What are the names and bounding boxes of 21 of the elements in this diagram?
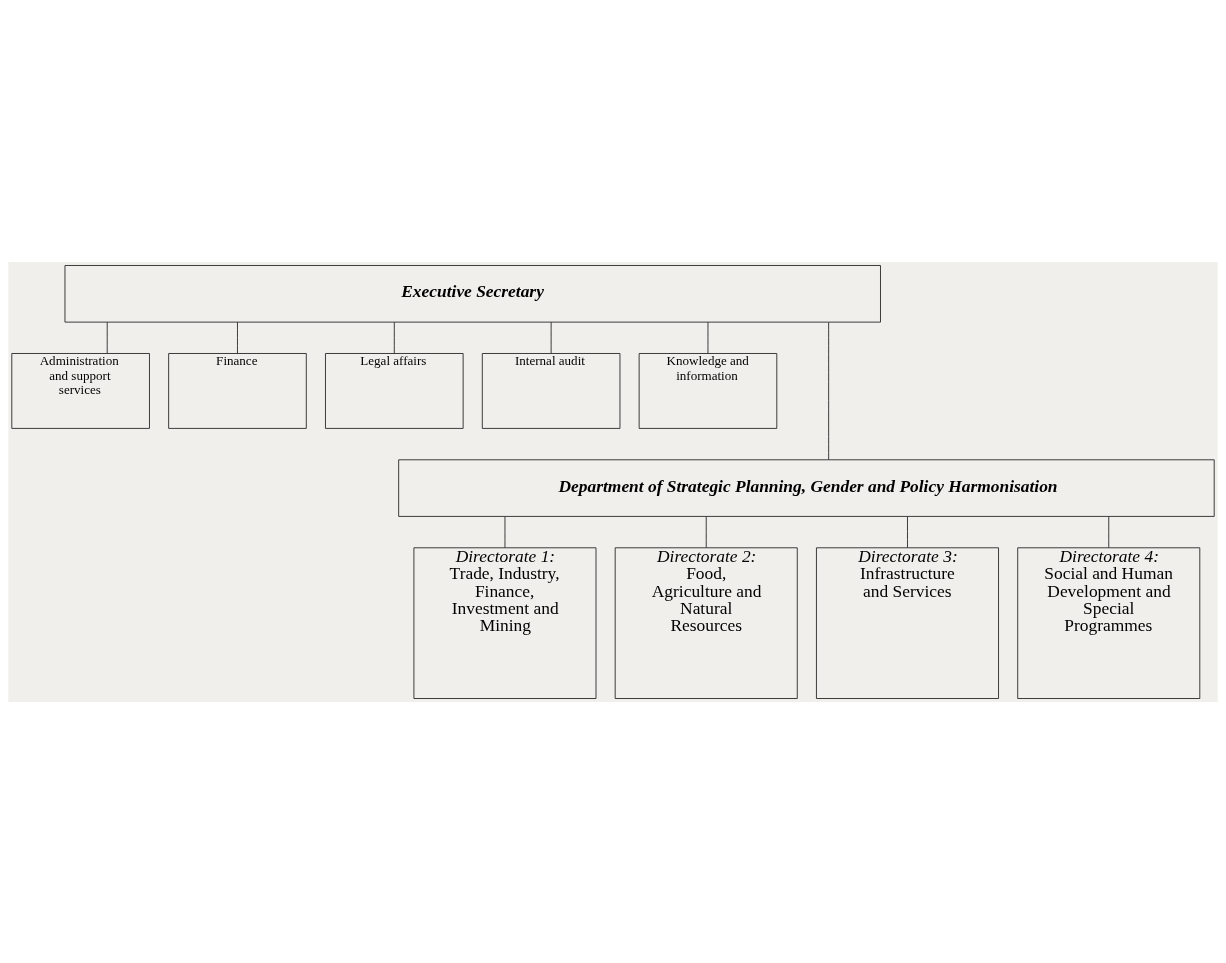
node-box: Knowledge and information bbox=[638, 352, 778, 429]
connector bbox=[393, 321, 395, 354]
node-box: Directorate 1: Trade, Industry, Finance, Investment and Mining bbox=[413, 546, 597, 699]
node-box: Finance bbox=[168, 352, 307, 429]
connector bbox=[237, 321, 238, 354]
node-box: Internal audit bbox=[481, 352, 621, 429]
node-box: Legal affairs bbox=[325, 352, 464, 429]
connector bbox=[504, 515, 506, 548]
node-box: Directorate 4: Social and Human Development and Special Programmes bbox=[1017, 546, 1201, 699]
node-box: Administration and support services bbox=[11, 352, 150, 429]
node-box: Directorate 3: Infrastructure and Services bbox=[816, 546, 999, 699]
connector bbox=[106, 321, 108, 354]
connector bbox=[550, 321, 552, 354]
connector bbox=[707, 321, 709, 354]
connector bbox=[828, 321, 830, 460]
connector bbox=[907, 515, 908, 548]
node-box: Executive Secretary bbox=[64, 264, 881, 323]
connector bbox=[705, 515, 707, 548]
node-box: Department of Strategic Planning, Gender and Policy Harmonisation bbox=[398, 458, 1215, 517]
node-box: Directorate 2: Food, Agriculture and Natural Resources bbox=[614, 546, 798, 699]
connector bbox=[1108, 515, 1110, 548]
